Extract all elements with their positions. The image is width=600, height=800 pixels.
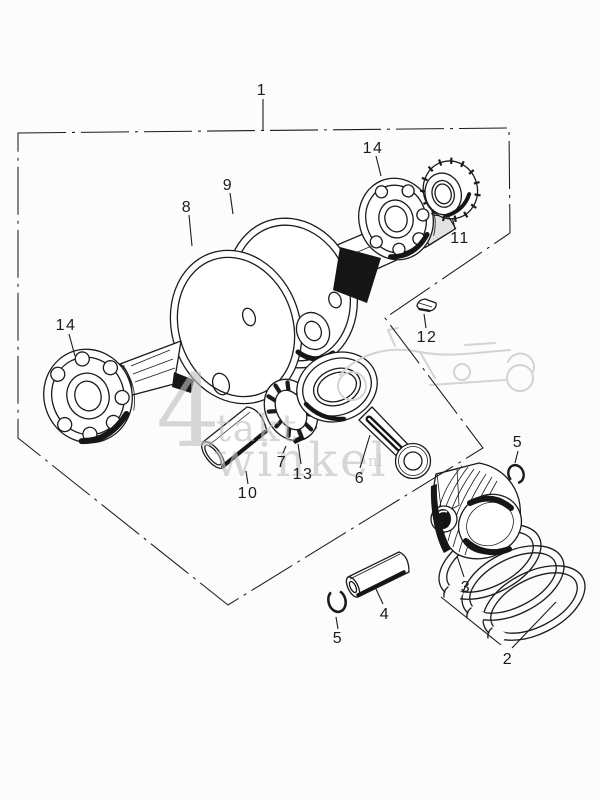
label-part-14-right: 14 [363,140,384,157]
leader-5-right [514,450,519,464]
leader-2a [440,596,502,646]
label-part-6: 6 [355,470,365,487]
label-part-8: 8 [182,199,192,216]
leader-3 [456,555,465,578]
leader-13 [297,443,302,465]
label-part-9: 9 [223,177,233,194]
leader-8 [188,214,193,247]
part-bearing-right [358,177,436,261]
leader-2b [511,601,557,649]
part-crankshaft [93,212,456,405]
part-bearing-left [43,348,135,445]
leader-12 [423,313,427,329]
label-part-11: 11 [450,230,470,247]
leader-lines [68,99,557,649]
leader-5-bottom [335,616,339,630]
label-part-13: 13 [293,466,314,483]
watermark-word1: takt [216,407,298,450]
label-part-10: 10 [238,485,259,502]
part-sprocket [420,157,481,223]
label-part-4: 4 [380,606,390,623]
part-piston-pin [345,551,410,598]
watermark-text: 4 takt winkel nl [156,353,386,488]
leader-6 [359,434,371,469]
label-part-14-left: 14 [56,317,77,334]
leader-9 [229,192,234,215]
part-connecting-rod [296,351,432,480]
label-part-5-bottom: 5 [333,630,343,647]
label-part-3: 3 [461,579,471,596]
leader-11 [447,215,457,230]
watermark-suffix: nl [368,452,383,470]
part-piston [430,462,523,560]
label-part-1: 1 [257,82,267,99]
label-part-7: 7 [277,454,287,471]
part-side-washer [292,435,305,444]
part-circlip-right [507,463,525,485]
leader-14-left [68,333,76,357]
label-part-2: 2 [503,651,513,668]
leader-10 [245,470,249,485]
part-labels: 1 8 9 14 11 12 14 10 7 13 6 3 5 2 4 5 [56,82,523,668]
part-piston-rings [438,524,586,647]
leader-7 [282,445,287,454]
leader-4 [375,588,384,605]
part-woodruff-key [416,298,437,313]
assembly-border [17,127,511,606]
leader-14-right [375,155,382,177]
label-part-5-right: 5 [513,434,523,451]
label-part-12: 12 [417,329,438,346]
part-crank-pin [201,406,268,469]
watermark-big-4: 4 [156,353,220,470]
part-circlip-bottom [327,588,347,614]
moped-sketch-watermark [337,327,535,401]
